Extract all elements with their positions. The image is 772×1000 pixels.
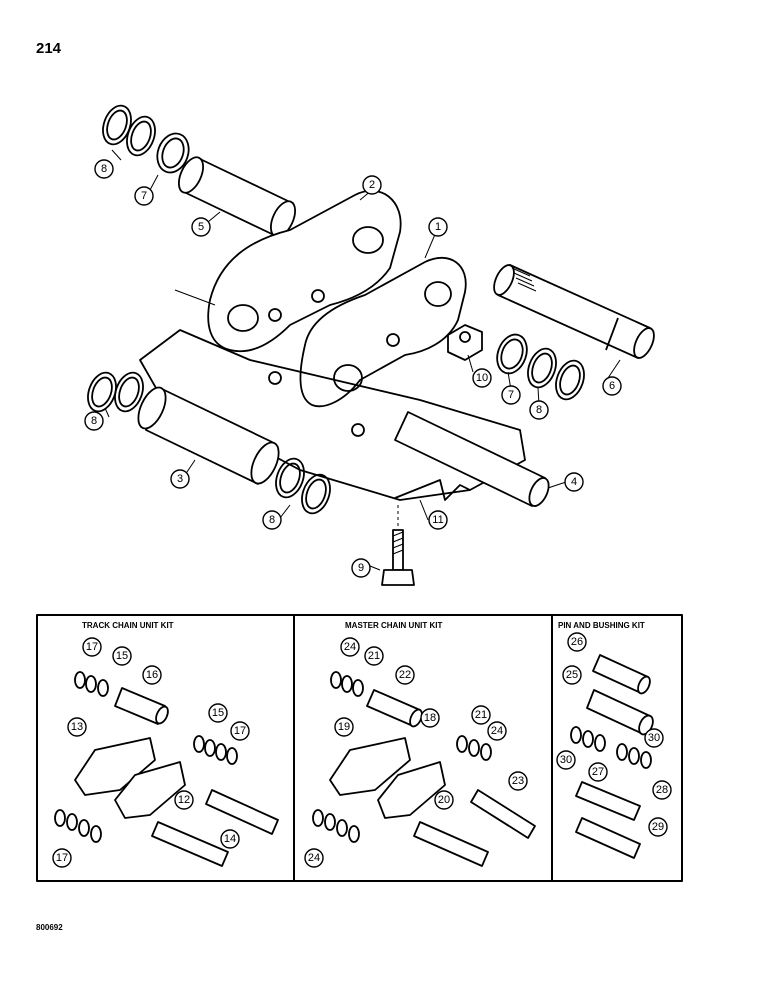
svg-text:27: 27 <box>592 766 604 778</box>
callout-27: 27 <box>588 762 608 782</box>
callout-24: 24 <box>487 721 507 741</box>
bolt <box>392 529 404 571</box>
callout-17: 17 <box>230 721 250 741</box>
callout-11: 11 <box>428 510 448 530</box>
callout-9: 9 <box>351 558 371 578</box>
callout-22: 22 <box>395 665 415 685</box>
callout-21: 21 <box>364 646 384 666</box>
callout-18: 18 <box>420 708 440 728</box>
callout-1: 1 <box>428 217 448 237</box>
svg-text:17: 17 <box>234 725 246 737</box>
callout-19: 19 <box>334 717 354 737</box>
callout-13: 13 <box>67 717 87 737</box>
callout-7: 7 <box>501 385 521 405</box>
svg-text:18: 18 <box>424 712 436 724</box>
svg-text:8: 8 <box>91 415 97 427</box>
callout-30: 30 <box>644 728 664 748</box>
callout-30: 30 <box>556 750 576 770</box>
seal-ring <box>126 115 156 157</box>
svg-text:24: 24 <box>491 725 503 737</box>
svg-text:25: 25 <box>566 669 578 681</box>
callout-21: 21 <box>471 705 491 725</box>
callout-26: 26 <box>567 632 587 652</box>
svg-text:13: 13 <box>71 721 83 733</box>
svg-text:2: 2 <box>369 179 375 191</box>
kit-title-pin-bushing: PIN AND BUSHING KIT <box>558 621 645 630</box>
svg-text:14: 14 <box>224 833 236 845</box>
callout-5: 5 <box>191 217 211 237</box>
svg-text:23: 23 <box>512 775 524 787</box>
svg-text:30: 30 <box>560 754 572 766</box>
callout-29: 29 <box>648 817 668 837</box>
svg-text:16: 16 <box>146 669 158 681</box>
callout-8: 8 <box>84 411 104 431</box>
svg-text:22: 22 <box>399 669 411 681</box>
callout-25: 25 <box>562 665 582 685</box>
callout-4: 4 <box>564 472 584 492</box>
svg-text:9: 9 <box>358 562 364 574</box>
callout-15: 15 <box>112 646 132 666</box>
svg-text:30: 30 <box>648 732 660 744</box>
svg-text:28: 28 <box>656 784 668 796</box>
kit-title-track-chain: TRACK CHAIN UNIT KIT <box>82 621 174 630</box>
svg-text:8: 8 <box>101 163 107 175</box>
svg-text:19: 19 <box>338 721 350 733</box>
callout-24: 24 <box>340 637 360 657</box>
callout-23: 23 <box>508 771 528 791</box>
callout-6: 6 <box>602 376 622 396</box>
callout-20: 20 <box>434 790 454 810</box>
svg-text:17: 17 <box>56 852 68 864</box>
callout-8: 8 <box>262 510 282 530</box>
page-number: 214 <box>36 40 62 57</box>
svg-text:26: 26 <box>571 636 583 648</box>
svg-text:29: 29 <box>652 821 664 833</box>
kits-panel <box>36 614 683 882</box>
svg-text:20: 20 <box>438 794 450 806</box>
callout-8: 8 <box>529 400 549 420</box>
callout-16: 16 <box>142 665 162 685</box>
callout-15: 15 <box>208 703 228 723</box>
svg-text:12: 12 <box>178 794 190 806</box>
callout-7: 7 <box>134 186 154 206</box>
svg-text:10: 10 <box>476 372 488 384</box>
svg-text:4: 4 <box>571 476 577 488</box>
svg-text:6: 6 <box>609 380 615 392</box>
callout-17: 17 <box>82 637 102 657</box>
svg-text:3: 3 <box>177 473 183 485</box>
svg-text:5: 5 <box>198 221 204 233</box>
svg-text:11: 11 <box>432 514 443 526</box>
svg-text:21: 21 <box>475 709 487 721</box>
callout-12: 12 <box>174 790 194 810</box>
spacer-ring <box>156 132 190 174</box>
svg-text:7: 7 <box>508 389 514 401</box>
callout-28: 28 <box>652 780 672 800</box>
callout-17: 17 <box>52 848 72 868</box>
svg-text:1: 1 <box>435 221 441 233</box>
svg-text:8: 8 <box>536 404 542 416</box>
svg-text:24: 24 <box>344 641 356 653</box>
svg-text:17: 17 <box>86 641 98 653</box>
track-pin <box>394 411 546 507</box>
svg-text:24: 24 <box>308 852 320 864</box>
svg-text:7: 7 <box>141 190 147 202</box>
callout-3: 3 <box>170 469 190 489</box>
callout-24: 24 <box>304 848 324 868</box>
svg-text:15: 15 <box>212 707 224 719</box>
svg-text:8: 8 <box>269 514 275 526</box>
svg-text:15: 15 <box>116 650 128 662</box>
svg-text:21: 21 <box>368 650 380 662</box>
callout-10: 10 <box>472 368 492 388</box>
callout-8: 8 <box>94 159 114 179</box>
kit-title-master-chain: MASTER CHAIN UNIT KIT <box>345 621 442 630</box>
callout-2: 2 <box>362 175 382 195</box>
figure-code: 800692 <box>36 923 63 932</box>
callout-14: 14 <box>220 829 240 849</box>
